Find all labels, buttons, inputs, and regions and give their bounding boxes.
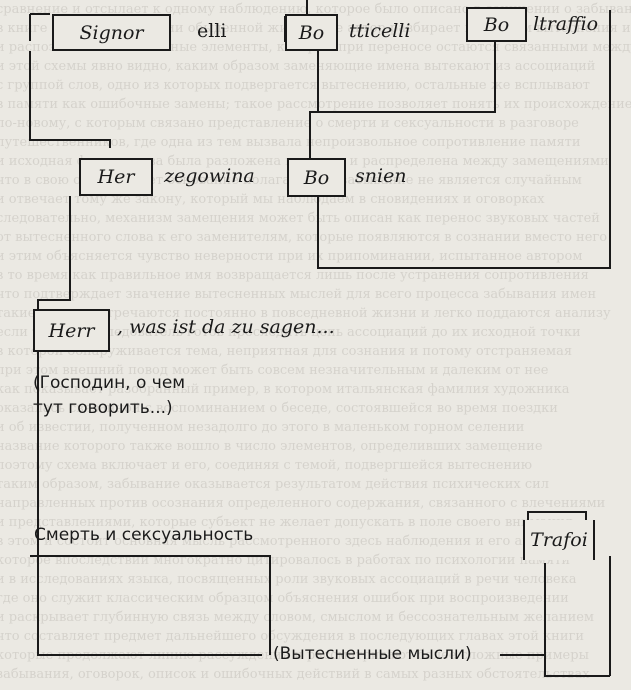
herr-rest-label: , was ist da zu sagen...	[117, 316, 335, 338]
boltraffio-box: Bo	[466, 7, 527, 42]
herr-translation-line2: тут говорить...)	[33, 398, 173, 418]
bosnien-rest-label: snien	[355, 165, 407, 187]
botticelli-rest-label: tticelli	[349, 20, 411, 42]
boltraffio-rest-label: ltraffio	[533, 13, 599, 35]
herzegowina-box: Her	[79, 158, 153, 196]
herzegowina-rest-label: zegowina	[164, 165, 255, 187]
herr-box: Herr	[33, 309, 110, 352]
botticelli-box: Bo	[285, 14, 338, 51]
signor-rest-label: elli	[197, 20, 227, 42]
repressed-thoughts-label: (Вытесненные мысли)	[273, 644, 472, 664]
herr-translation: (Господин, о чем тут говорить...)	[33, 371, 185, 421]
herr-translation-line1: (Господин, о чем	[33, 373, 186, 393]
trafoi-box: Trafoi	[523, 520, 595, 560]
bosnien-box: Bo	[287, 158, 346, 197]
signor-box: Signor	[52, 14, 171, 51]
death-sexuality-label: Смерть и сексуальность	[34, 525, 254, 545]
